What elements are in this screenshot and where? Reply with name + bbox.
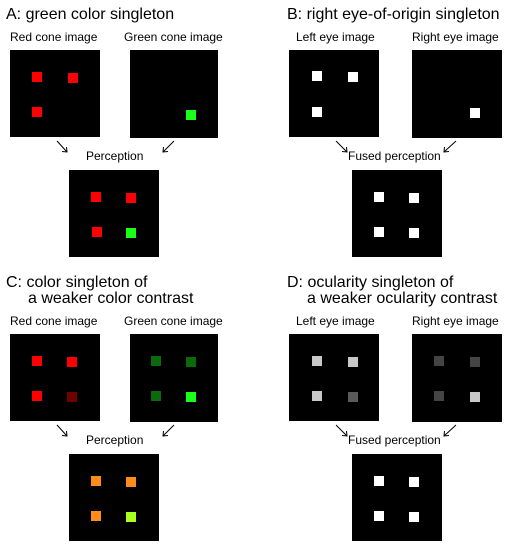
panel-c-title-line2: a weaker color contrast bbox=[28, 290, 194, 307]
panel-b-left-eye-image bbox=[289, 50, 379, 137]
panel-b-right-label: Right eye image bbox=[412, 30, 499, 44]
panel-c-title-line1: C: color singleton of bbox=[6, 274, 148, 291]
panel-d-left-eye-image bbox=[289, 334, 379, 421]
stimulus-square bbox=[409, 193, 419, 203]
panel-d-right-eye-image bbox=[412, 334, 502, 422]
panel-b-fused-perception-image bbox=[352, 170, 442, 257]
stimulus-square bbox=[151, 391, 161, 401]
arrow-a-right bbox=[162, 140, 175, 153]
stimulus-square bbox=[312, 391, 322, 401]
arrow-b-left bbox=[335, 140, 348, 153]
panel-b-right-eye-image bbox=[412, 50, 502, 138]
panel-c-right-label: Green cone image bbox=[124, 314, 223, 328]
stimulus-square bbox=[126, 477, 136, 487]
stimulus-square bbox=[92, 227, 102, 237]
stimulus-square bbox=[470, 357, 480, 367]
stimulus-square bbox=[409, 228, 419, 238]
stimulus-square bbox=[186, 357, 196, 367]
panel-c-red-cone-image bbox=[10, 334, 100, 421]
stimulus-square bbox=[312, 356, 322, 366]
panel-b-result-label: Fused perception bbox=[348, 149, 441, 163]
arrow-d-left bbox=[335, 424, 348, 437]
panel-a-perception-image bbox=[69, 170, 159, 257]
panel-d-right-label: Right eye image bbox=[412, 314, 499, 328]
panel-c-perception-image bbox=[69, 454, 159, 541]
stimulus-square bbox=[312, 71, 322, 81]
stimulus-square bbox=[434, 391, 444, 401]
panel-d-fused-perception-image bbox=[352, 454, 442, 541]
stimulus-square bbox=[348, 72, 358, 82]
stimulus-square bbox=[68, 73, 78, 83]
stimulus-square bbox=[434, 356, 444, 366]
stimulus-square bbox=[32, 391, 42, 401]
stimulus-square bbox=[67, 357, 77, 367]
panel-a-red-cone-image bbox=[10, 50, 100, 137]
stimulus-square bbox=[32, 72, 42, 82]
panel-b-left-label: Left eye image bbox=[296, 30, 375, 44]
stimulus-square bbox=[374, 227, 384, 237]
stimulus-square bbox=[348, 392, 358, 402]
stimulus-square bbox=[409, 477, 419, 487]
stimulus-square bbox=[91, 476, 101, 486]
stimulus-square bbox=[470, 108, 480, 118]
panel-a-left-label: Red cone image bbox=[10, 30, 98, 44]
stimulus-square bbox=[151, 356, 161, 366]
stimulus-square bbox=[126, 193, 136, 203]
panel-a-green-cone-image bbox=[130, 50, 218, 138]
panel-c-left-label: Red cone image bbox=[10, 314, 98, 328]
stimulus-square bbox=[91, 511, 101, 521]
stimulus-square bbox=[126, 228, 136, 238]
stimulus-square bbox=[374, 511, 384, 521]
stimulus-square bbox=[126, 512, 136, 522]
stimulus-square bbox=[186, 110, 196, 120]
arrow-a-left bbox=[56, 140, 68, 153]
panel-d-title-line1: D: ocularity singleton of bbox=[287, 274, 454, 291]
stimulus-square bbox=[32, 356, 42, 366]
stimulus-square bbox=[348, 357, 358, 367]
panel-c-green-cone-image bbox=[130, 334, 218, 422]
stimulus-square bbox=[312, 107, 322, 117]
panel-a-result-label: Perception bbox=[86, 149, 144, 163]
stimulus-square bbox=[409, 512, 419, 522]
panel-b-title: B: right eye-of-origin singleton bbox=[287, 6, 500, 23]
arrow-c-left bbox=[56, 424, 68, 437]
stimulus-square bbox=[67, 392, 77, 402]
panel-a-right-label: Green cone image bbox=[124, 30, 223, 44]
arrow-d-right bbox=[443, 424, 457, 437]
panel-d-left-label: Left eye image bbox=[296, 314, 375, 328]
stimulus-square bbox=[186, 392, 196, 402]
arrow-c-right bbox=[162, 424, 175, 437]
stimulus-square bbox=[91, 192, 101, 202]
stimulus-square bbox=[32, 107, 42, 117]
panel-a-title: A: green color singleton bbox=[6, 6, 175, 23]
panel-c-result-label: Perception bbox=[86, 433, 144, 447]
stimulus-square bbox=[374, 476, 384, 486]
panel-d-result-label: Fused perception bbox=[348, 433, 441, 447]
arrow-b-right bbox=[443, 140, 457, 153]
stimulus-square bbox=[470, 392, 480, 402]
panel-d-title-line2: a weaker ocularity contrast bbox=[307, 290, 498, 307]
stimulus-square bbox=[374, 192, 384, 202]
